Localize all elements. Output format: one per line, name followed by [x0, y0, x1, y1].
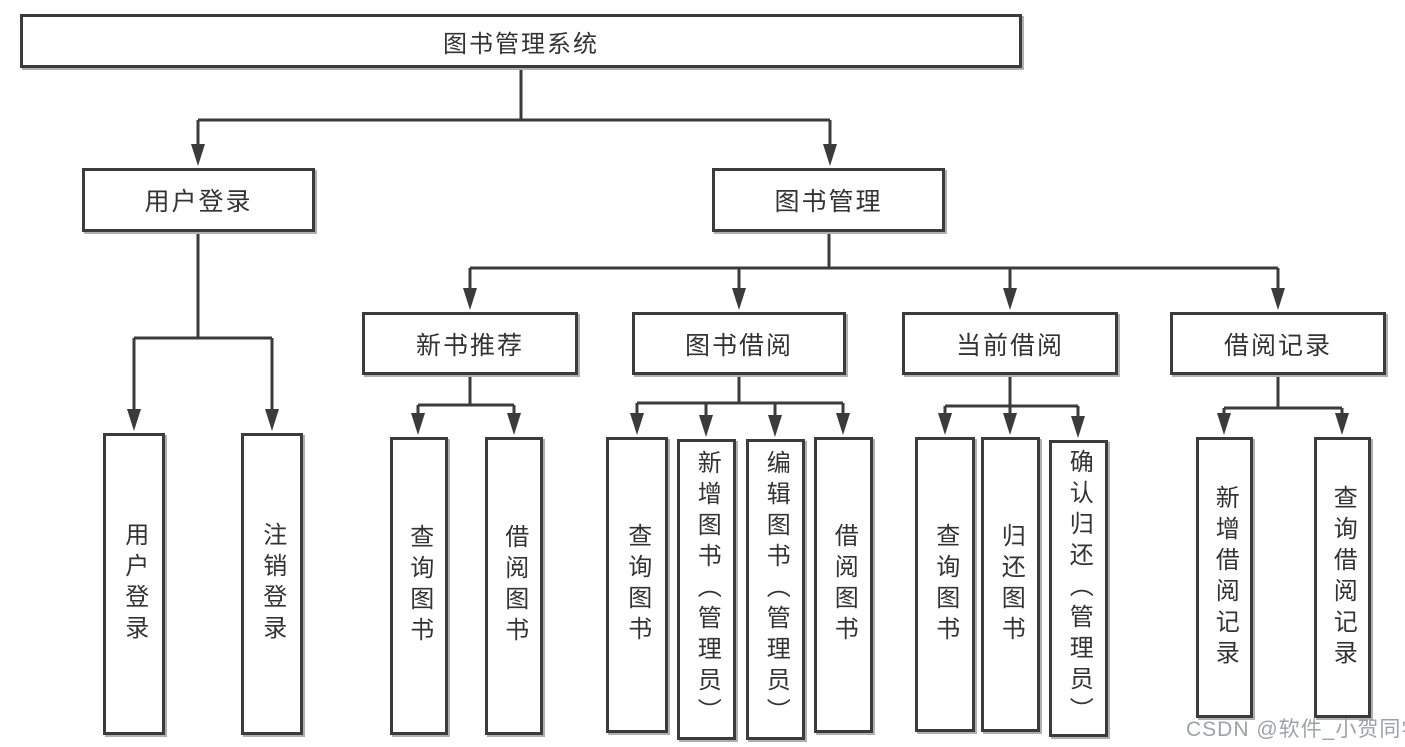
- leaf-current-confirm-admin-label: 确认归还（管理员）: [1065, 449, 1093, 728]
- node-user-login-label: 用户登录: [144, 188, 253, 216]
- leaf-current-query-label: 查询图书: [931, 522, 959, 647]
- leaf-borrow-add-admin-label: 新增图书（管理员）: [693, 450, 721, 729]
- node-book-borrow-label: 图书借阅: [684, 331, 793, 360]
- leaf-borrow-edit-admin-label: 编辑图书（管理员）: [762, 450, 790, 729]
- leaf-current-confirm-admin: 确认归还（管理员）: [1049, 440, 1108, 737]
- node-borrow-records: 借阅记录: [1170, 312, 1386, 375]
- leaf-record-add-label: 新增借阅记录: [1211, 484, 1239, 671]
- leaf-current-query: 查询图书: [915, 437, 975, 732]
- leaf-borrow-query: 查询图书: [606, 437, 668, 733]
- leaf-newbook-borrow: 借阅图书: [485, 437, 543, 735]
- leaf-current-return: 归还图书: [981, 437, 1040, 732]
- leaf-user-login-label: 用户登录: [120, 522, 148, 646]
- node-borrow-records-label: 借阅记录: [1223, 331, 1332, 360]
- node-root-label: 图书管理系统: [443, 30, 599, 58]
- leaf-current-return-label: 归还图书: [997, 522, 1025, 647]
- node-book-management-label: 图书管理: [774, 188, 883, 216]
- leaf-borrow-query-label: 查询图书: [623, 523, 651, 647]
- node-root: 图书管理系统: [20, 14, 1022, 68]
- leaf-borrow-borrow-label: 借阅图书: [830, 523, 858, 647]
- csdn-watermark: CSDN @软件_小贺同学: [1186, 718, 1405, 741]
- leaf-record-query-label: 查询借阅记录: [1329, 484, 1357, 671]
- node-user-login: 用户登录: [82, 168, 315, 232]
- leaf-logout-label: 注销登录: [258, 522, 286, 646]
- node-new-book-recommend-label: 新书推荐: [415, 331, 524, 360]
- node-book-management: 图书管理: [712, 168, 945, 232]
- leaf-borrow-borrow: 借阅图书: [814, 437, 873, 733]
- node-current-borrow: 当前借阅: [902, 312, 1118, 375]
- leaf-logout: 注销登录: [241, 433, 303, 735]
- leaf-newbook-borrow-label: 借阅图书: [500, 524, 528, 648]
- leaf-newbook-query: 查询图书: [390, 437, 448, 735]
- leaf-newbook-query-label: 查询图书: [405, 524, 433, 648]
- node-new-book-recommend: 新书推荐: [362, 312, 578, 375]
- leaf-user-login: 用户登录: [103, 433, 165, 735]
- leaf-record-query: 查询借阅记录: [1314, 437, 1371, 718]
- arrowheads: [127, 144, 1349, 438]
- node-current-borrow-label: 当前借阅: [955, 331, 1064, 360]
- leaf-record-add: 新增借阅记录: [1196, 437, 1253, 718]
- node-book-borrow: 图书借阅: [632, 312, 846, 375]
- leaf-borrow-add-admin: 新增图书（管理员）: [677, 439, 736, 740]
- leaf-borrow-edit-admin: 编辑图书（管理员）: [746, 439, 805, 740]
